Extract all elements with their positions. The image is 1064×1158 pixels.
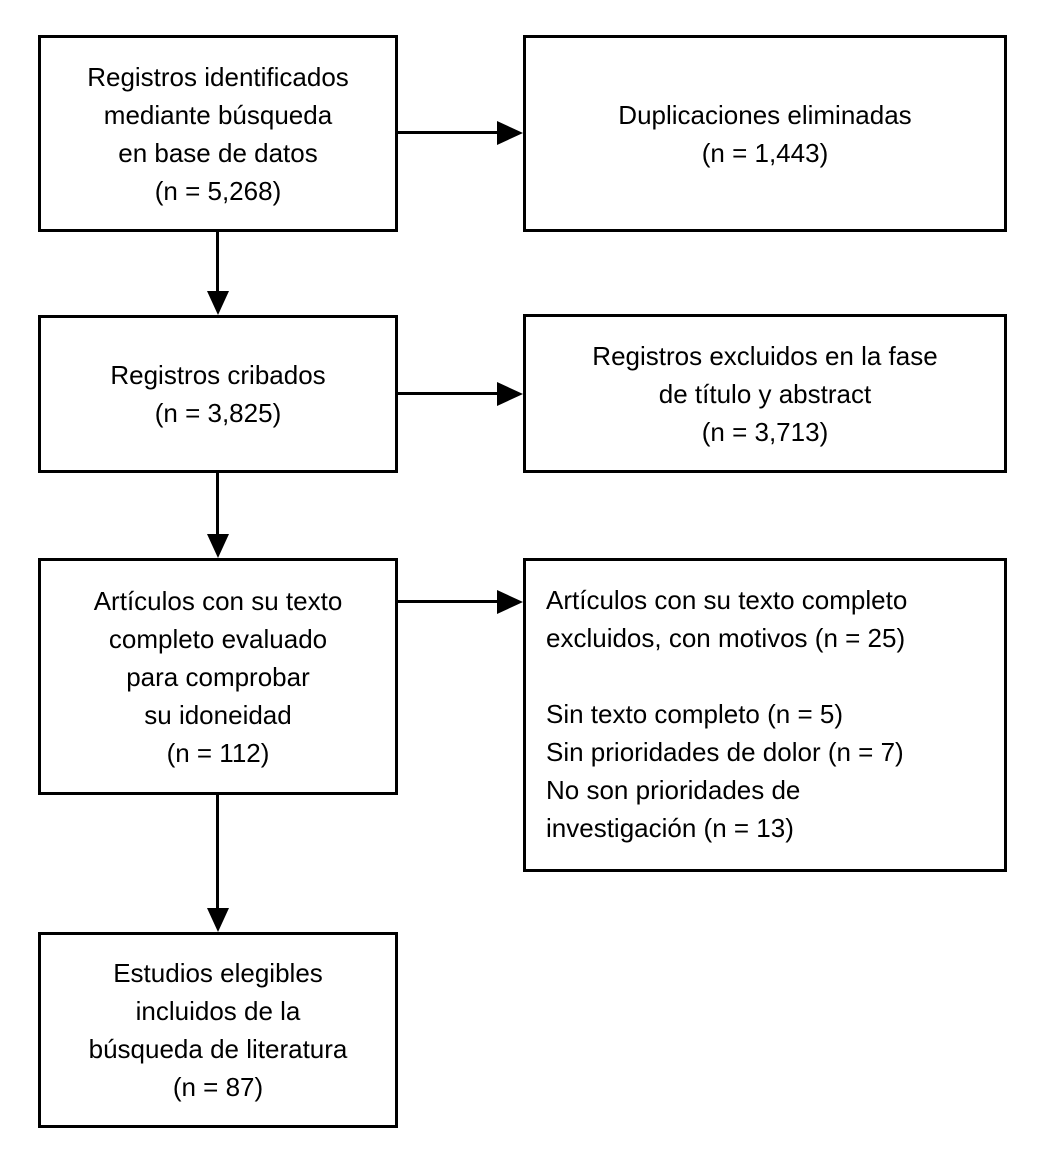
box-records-identified-text: Registros identificados mediante búsqued… (87, 61, 349, 206)
arrow-right-icon (497, 121, 523, 145)
arrow-right-icon (497, 382, 523, 406)
arrow-right-icon (497, 590, 523, 614)
arrow-down-icon (207, 291, 229, 315)
box-duplicates-removed-text: Duplicaciones eliminadas (n = 1,443) (618, 99, 912, 168)
box-fulltext-assessed: Artículos con su texto completo evaluado… (38, 558, 398, 795)
arrow-down-icon (207, 534, 229, 558)
box-studies-included: Estudios elegibles incluidos de la búsqu… (38, 932, 398, 1128)
arrow-line (398, 392, 498, 395)
box-fulltext-excluded: Artículos con su texto completo excluido… (523, 558, 1007, 872)
box-duplicates-removed: Duplicaciones eliminadas (n = 1,443) (523, 35, 1007, 232)
arrow-line (398, 600, 498, 603)
arrow-down-icon (207, 908, 229, 932)
box-fulltext-assessed-text: Artículos con su texto completo evaluado… (93, 585, 343, 768)
arrow-line (398, 131, 498, 134)
box-records-screened: Registros cribados (n = 3,825) (38, 315, 398, 473)
box-studies-included-text: Estudios elegibles incluidos de la búsqu… (88, 958, 348, 1102)
arrow-line (216, 473, 219, 536)
box-records-excluded-title-abstract-text: Registros excluidos en la fase de título… (592, 340, 938, 447)
box-records-screened-text: Registros cribados (n = 3,825) (110, 360, 326, 428)
box-fulltext-excluded-text: Artículos con su texto completo excluido… (546, 585, 908, 843)
arrow-line (216, 795, 219, 910)
box-records-excluded-title-abstract: Registros excluidos en la fase de título… (523, 314, 1007, 473)
arrow-line (216, 232, 219, 293)
box-records-identified: Registros identificados mediante búsqued… (38, 35, 398, 232)
